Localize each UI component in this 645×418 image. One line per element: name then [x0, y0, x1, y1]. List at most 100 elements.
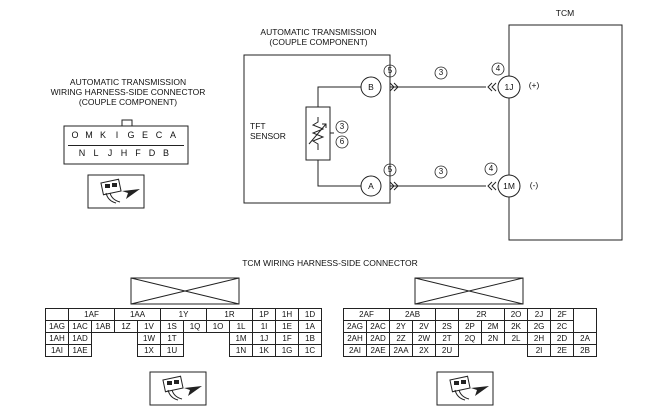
pin-cell: 1V — [137, 320, 162, 333]
pin-cell: 1N — [229, 344, 254, 357]
pin-cell: 1K — [252, 344, 277, 357]
pin-cell: 1O — [206, 320, 231, 333]
pin: C — [155, 130, 163, 140]
pin-cell: 1J — [252, 332, 277, 345]
pin-cell: 2U — [435, 344, 460, 357]
pin-cell: 2O — [504, 308, 529, 321]
circle-num-tcm-top: 4 — [495, 64, 501, 73]
pin-cell: 2J — [527, 308, 552, 321]
pin: N — [78, 148, 86, 158]
pin-cell: 2K — [504, 320, 529, 333]
pin-cell: 1E — [275, 320, 300, 333]
pin-cell: 1U — [160, 344, 185, 357]
connector-view-icon-at — [87, 174, 145, 209]
at-harness-title: AUTOMATIC TRANSMISSION WIRING HARNESS-SI… — [50, 77, 206, 107]
pin-cell: 1G — [275, 344, 300, 357]
right-tcm-connector: 2AF 2AB 2R 2O 2J 2F 2AG 2AC 2Y 2V 2S 2P … — [342, 308, 598, 357]
table-row: 2AI 2AE 2AA 2X 2U 2I 2E 2B — [343, 344, 598, 357]
pin-cell: 2AB — [389, 308, 437, 321]
pin-cell: 1B — [298, 332, 323, 345]
thermistor-zigzag — [311, 117, 325, 150]
pin: K — [99, 130, 106, 140]
connector-view-icon-left — [149, 371, 207, 406]
pin-cell: 1A — [298, 320, 323, 333]
left-tcm-connector: 1AF 1AA 1Y 1R 1P 1H 1D 1AG 1AC 1AB 1Z 1V… — [45, 308, 323, 357]
pin-cell: 1AG — [45, 320, 69, 333]
tcm-title: TCM — [555, 8, 575, 18]
pin-cell: 2AD — [365, 332, 391, 345]
pin-cell: 2W — [412, 332, 437, 345]
table-row: 1AF 1AA 1Y 1R 1P 1H 1D — [45, 308, 323, 321]
terminal-1m-label: 1M — [503, 181, 515, 191]
pin-cell: 1Z — [114, 320, 139, 333]
pin-cell: 1L — [229, 320, 254, 333]
pin-cell: 2L — [504, 332, 529, 345]
circle-num-sensor-1: 3 — [339, 122, 345, 131]
sensor-bottom-wire — [317, 160, 371, 187]
pin-cell: 1Y — [160, 308, 208, 321]
pin: F — [135, 148, 141, 158]
pin-cell: 2D — [550, 332, 575, 345]
pin-cell: 1H — [275, 308, 300, 321]
terminal-a-label: A — [368, 181, 374, 191]
pin-cell: 1X — [137, 344, 162, 357]
pin-cell: 2V — [412, 320, 437, 333]
pin-cell: 2I — [527, 344, 552, 357]
sensor-top-wire — [317, 86, 371, 107]
at-harness-pins-top: O M K I G E C A — [68, 130, 180, 140]
pin-cell: 2M — [481, 320, 506, 333]
pin: M — [85, 130, 93, 140]
pin-cell: 2B — [573, 344, 598, 357]
pin-cell: 1AF — [67, 308, 116, 321]
tft-sensor-label: TFT SENSOR — [250, 121, 286, 141]
pin-cell: 1C — [298, 344, 323, 357]
at-component-title: AUTOMATIC TRANSMISSION (COUPLE COMPONENT… — [260, 27, 377, 47]
table-row: 1AH 1AD 1W 1T 1M 1J 1F 1B — [45, 332, 323, 345]
pin-cell: 2AF — [342, 308, 391, 321]
table-row: 2AG 2AC 2Y 2V 2S 2P 2M 2K 2G 2C — [343, 320, 598, 333]
pin-cell: 1W — [137, 332, 162, 345]
pin-cell: 1AA — [114, 308, 162, 321]
tcm-box — [508, 24, 623, 241]
pin-cell: 1S — [160, 320, 185, 333]
pin-cell: 1D — [298, 308, 323, 321]
pin-cell: 1M — [229, 332, 254, 345]
pin-cell: 2Z — [389, 332, 414, 345]
pin-cell: 2F — [550, 308, 575, 321]
circle-num-tcm-bottom: 4 — [488, 164, 494, 173]
table-row: 1AG 1AC 1AB 1Z 1V 1S 1Q 1O 1L 1I 1E 1A — [45, 320, 323, 333]
pin-cell: 1AH — [45, 332, 69, 345]
pin-cell: 2T — [435, 332, 460, 345]
pin-cell: 2AE — [365, 344, 391, 357]
pin-cell: 1I — [252, 320, 277, 333]
circle-num-b: 5 — [387, 66, 393, 75]
pin-cell: 2AH — [343, 332, 367, 345]
circle-num-wire-top: 3 — [438, 68, 444, 77]
table-row: 2AF 2AB 2R 2O 2J 2F — [342, 308, 598, 321]
pin-cell: 2S — [435, 320, 460, 333]
pin-cell: 2N — [481, 332, 506, 345]
terminal-b — [360, 76, 382, 98]
pin-cell: 2AA — [389, 344, 414, 357]
pin-cell: 1AD — [68, 332, 92, 345]
pin-cell: 2A — [573, 332, 598, 345]
terminal-b-label: B — [368, 82, 374, 92]
pin-cell: 2X — [412, 344, 437, 357]
pin-cell: 1Q — [183, 320, 208, 333]
pin: A — [169, 130, 176, 140]
pin-cell: 1AE — [68, 344, 92, 357]
pin-cell: 2H — [527, 332, 552, 345]
pin-cell: 1AB — [90, 320, 116, 333]
pin: I — [115, 130, 119, 140]
pin: L — [93, 148, 99, 158]
pin-cell: 2R — [458, 308, 506, 321]
pin: D — [148, 148, 156, 158]
at-harness-divider — [68, 145, 184, 146]
tcm-connector-title: TCM WIRING HARNESS-SIDE CONNECTOR — [242, 258, 418, 268]
circle-num-sensor-2: 6 — [339, 137, 345, 146]
at-harness-pins-bottom: N L J H F D B — [75, 148, 173, 158]
circle-num-wire-bottom: 3 — [438, 167, 444, 176]
plus-label: (+) — [528, 80, 540, 90]
pin-cell: 2AI — [343, 344, 367, 357]
pin-cell: 2AC — [365, 320, 391, 333]
